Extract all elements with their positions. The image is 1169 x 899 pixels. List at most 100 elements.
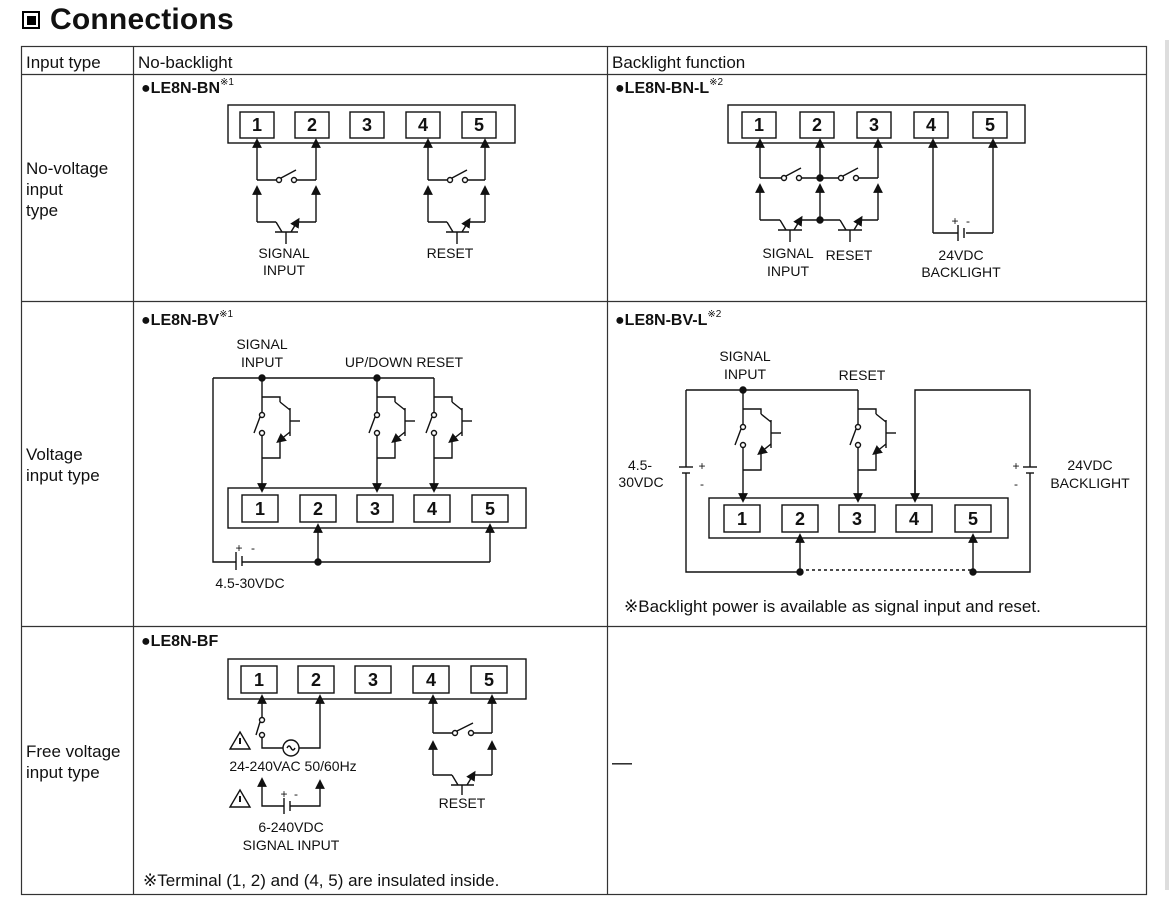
- label-input: INPUT: [724, 366, 766, 382]
- terminal-1: 1: [754, 115, 764, 135]
- label-reset: RESET: [439, 795, 486, 811]
- label-plus: +: [1012, 459, 1019, 473]
- row-label-free-voltage: Free voltage input type: [26, 741, 121, 783]
- label-minus: -: [966, 214, 970, 228]
- row-label-line: Voltage: [26, 445, 83, 464]
- diagram-le8n-bf: [227, 658, 527, 814]
- page-title: Connections: [50, 3, 234, 36]
- diagram-le8n-bf-text: 1 2 3 4 5 24-240VAC 50/60Hz + - 6-240VDC…: [229, 670, 494, 853]
- terminal-5: 5: [484, 670, 494, 690]
- input-column-1: [253, 378, 300, 493]
- label-updown-reset: UP/DOWN RESET: [345, 354, 464, 370]
- diagram-le8n-bn-text: 1 2 3 4 5 SIGNAL INPUT RESET: [252, 115, 484, 278]
- note-insulated: ※Terminal (1, 2) and (4, 5) are insulate…: [143, 871, 500, 890]
- row-label-line: input type: [26, 763, 100, 782]
- terminal-3: 3: [869, 115, 879, 135]
- terminal-4: 4: [418, 115, 428, 135]
- input-column-signal: [734, 390, 781, 503]
- row-label-line: input: [26, 180, 63, 199]
- label-minus: -: [294, 787, 298, 801]
- input-column-2: [368, 378, 415, 493]
- terminal-3: 3: [362, 115, 372, 135]
- label-dc-voltage: 6-240VDC: [258, 819, 323, 835]
- label-minus: -: [1014, 477, 1018, 491]
- label-signal: SIGNAL: [236, 336, 288, 352]
- page-edge-bar: [1165, 40, 1169, 890]
- label-input: INPUT: [767, 263, 809, 279]
- label-input: INPUT: [241, 354, 283, 370]
- model-le8n-bv-l: ●LE8N-BV-L※2: [615, 309, 722, 329]
- terminal-4: 4: [926, 115, 936, 135]
- terminal-2: 2: [812, 115, 822, 135]
- label-plus: +: [698, 459, 705, 473]
- header-input-type: Input type: [26, 53, 101, 72]
- model-le8n-bn: ●LE8N-BN※1: [141, 77, 234, 97]
- checkbox-square-icon: [22, 11, 40, 29]
- terminal-1: 1: [255, 499, 265, 519]
- terminal-4: 4: [909, 509, 919, 529]
- terminal-1: 1: [252, 115, 262, 135]
- diagram-le8n-bn-l-text: 1 2 3 4 5 SIGNAL INPUT RESET + - 24VDC B…: [754, 115, 1001, 280]
- label-4-5-30vdc: 4.5-30VDC: [215, 575, 284, 591]
- row-label-line: No-voltage: [26, 159, 109, 178]
- diagram-le8n-bv: [212, 374, 527, 570]
- label-signal: SIGNAL: [762, 245, 814, 261]
- row-label-line: Free voltage: [26, 742, 121, 761]
- label-minus: -: [700, 477, 704, 491]
- terminal-block: [239, 111, 497, 139]
- label-input: INPUT: [263, 262, 305, 278]
- terminal-3: 3: [370, 499, 380, 519]
- input-column-reset: [849, 390, 896, 503]
- model-le8n-bn-l: ●LE8N-BN-L※2: [615, 77, 724, 97]
- label-24vdc: 24VDC: [1067, 457, 1112, 473]
- terminal-5: 5: [985, 115, 995, 135]
- note-backlight-power: ※Backlight power is available as signal …: [624, 597, 1041, 616]
- row-label-line: input type: [26, 466, 100, 485]
- terminal-5: 5: [968, 509, 978, 529]
- diagram-le8n-bv-l-text: 1 2 3 4 5 SIGNAL INPUT RESET 4.5- 30VDC …: [618, 348, 1130, 529]
- row-label-no-voltage: No-voltage input type: [26, 158, 108, 221]
- row-label-line: type: [26, 201, 59, 220]
- label-ac-voltage: 24-240VAC 50/60Hz: [229, 758, 356, 774]
- label-minus: -: [251, 541, 255, 555]
- label-backlight: BACKLIGHT: [921, 264, 1001, 280]
- section-title: Connections: [22, 2, 234, 38]
- terminal-3: 3: [368, 670, 378, 690]
- label-signal: SIGNAL: [719, 348, 771, 364]
- label-signal: SIGNAL: [258, 245, 310, 261]
- terminal-4: 4: [426, 670, 436, 690]
- label-reset: RESET: [839, 367, 886, 383]
- label-backlight: BACKLIGHT: [1050, 475, 1130, 491]
- label-reset: RESET: [427, 245, 474, 261]
- label-24vdc: 24VDC: [938, 247, 983, 263]
- diagram-le8n-bn-l: [727, 104, 1026, 242]
- label-plus: +: [951, 214, 958, 228]
- terminal-1: 1: [737, 509, 747, 529]
- warning-triangle-icon: [228, 730, 252, 750]
- terminal-2: 2: [313, 499, 323, 519]
- header-no-backlight: No-backlight: [138, 53, 233, 72]
- diagram-le8n-bv-text: 1 2 3 4 5 SIGNAL INPUT UP/DOWN RESET + -…: [215, 336, 495, 591]
- terminal-2: 2: [795, 509, 805, 529]
- terminal-1: 1: [254, 670, 264, 690]
- empty-cell-dash: —: [612, 752, 632, 774]
- label-signal-input: SIGNAL INPUT: [243, 837, 340, 853]
- terminal-5: 5: [474, 115, 484, 135]
- diagram-le8n-bn: [227, 104, 516, 244]
- diagram-le8n-bv-l: [679, 386, 1037, 576]
- terminal-2: 2: [307, 115, 317, 135]
- input-column-3: [425, 378, 472, 493]
- header-backlight-function: Backlight function: [612, 53, 746, 72]
- terminal-3: 3: [852, 509, 862, 529]
- model-le8n-bv: ●LE8N-BV※1: [141, 309, 234, 329]
- model-le8n-bf: ●LE8N-BF: [141, 633, 219, 650]
- label-plus: +: [280, 787, 287, 801]
- row-label-voltage: Voltage input type: [26, 444, 100, 486]
- warning-triangle-icon: [228, 788, 252, 808]
- terminal-5: 5: [485, 499, 495, 519]
- label-plus: +: [235, 541, 242, 555]
- label-4-5: 4.5-: [628, 457, 652, 473]
- terminal-4: 4: [427, 499, 437, 519]
